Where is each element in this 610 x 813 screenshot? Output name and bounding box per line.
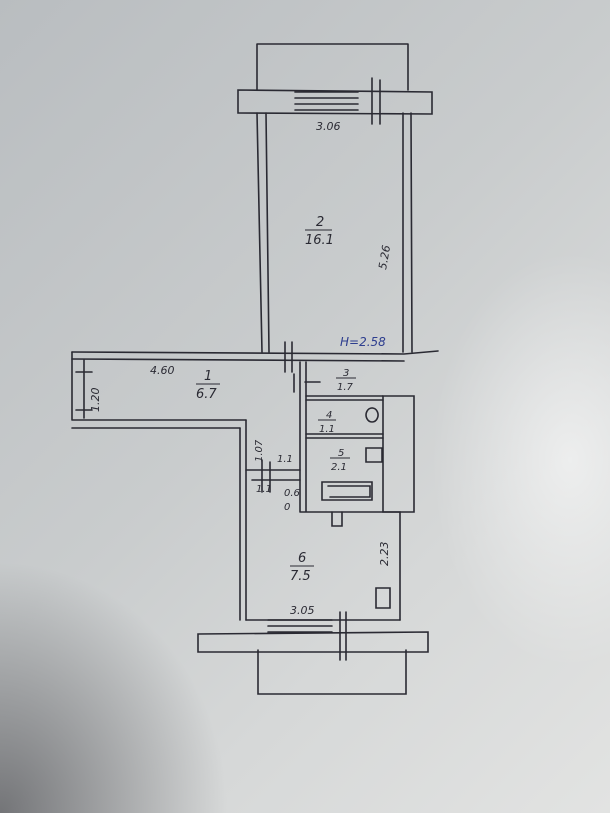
room6-number: 6	[298, 551, 306, 566]
dim-room2-width: 3.06	[316, 120, 341, 133]
room6-area: 7.5	[290, 569, 311, 584]
room3-number: 3	[343, 368, 349, 379]
dim-corridor-width: 1.07	[254, 439, 265, 462]
ceiling-height: H=2.58	[340, 335, 386, 349]
dim-room1-width: 1.20	[89, 388, 102, 413]
stove	[375, 587, 391, 609]
dim-gap-extra: 0	[284, 502, 290, 513]
middle-partition	[71, 350, 439, 362]
room5-number: 5	[338, 448, 344, 459]
bottom-window-wall	[197, 631, 429, 653]
dim-gap: 0.6	[284, 488, 300, 499]
bathtub	[321, 481, 373, 501]
toilet	[365, 407, 379, 423]
room2-walls	[256, 43, 409, 91]
room2-right-wall	[402, 112, 413, 353]
room2-number: 2	[316, 215, 324, 230]
photo-shadow	[0, 560, 230, 813]
dim-room6-length: 2.23	[378, 542, 391, 567]
room3-area: 1.7	[337, 382, 354, 393]
dim-room6-width: 3.05	[290, 604, 315, 617]
room1-area: 6.7	[196, 387, 217, 402]
photo-glare	[430, 250, 610, 670]
dim-door-a: 1.1	[277, 454, 293, 465]
top-window-wall	[237, 89, 433, 115]
room4-area: 1.1	[319, 424, 335, 435]
dim-door-b: 1.1	[256, 484, 272, 495]
dim-room2-length: 5.26	[376, 244, 393, 270]
bottom-balcony	[257, 649, 407, 695]
room4-number: 4	[326, 410, 332, 421]
room2-area: 16.1	[305, 233, 334, 248]
dim-room1-length: 4.60	[150, 364, 175, 377]
room1-number: 1	[204, 369, 212, 384]
plumbing-shaft	[382, 395, 415, 513]
room1-walls	[71, 351, 247, 429]
sink	[365, 447, 383, 463]
room5-area: 2.1	[331, 462, 347, 473]
top-window	[294, 91, 359, 111]
room2-left-wall	[256, 112, 270, 353]
